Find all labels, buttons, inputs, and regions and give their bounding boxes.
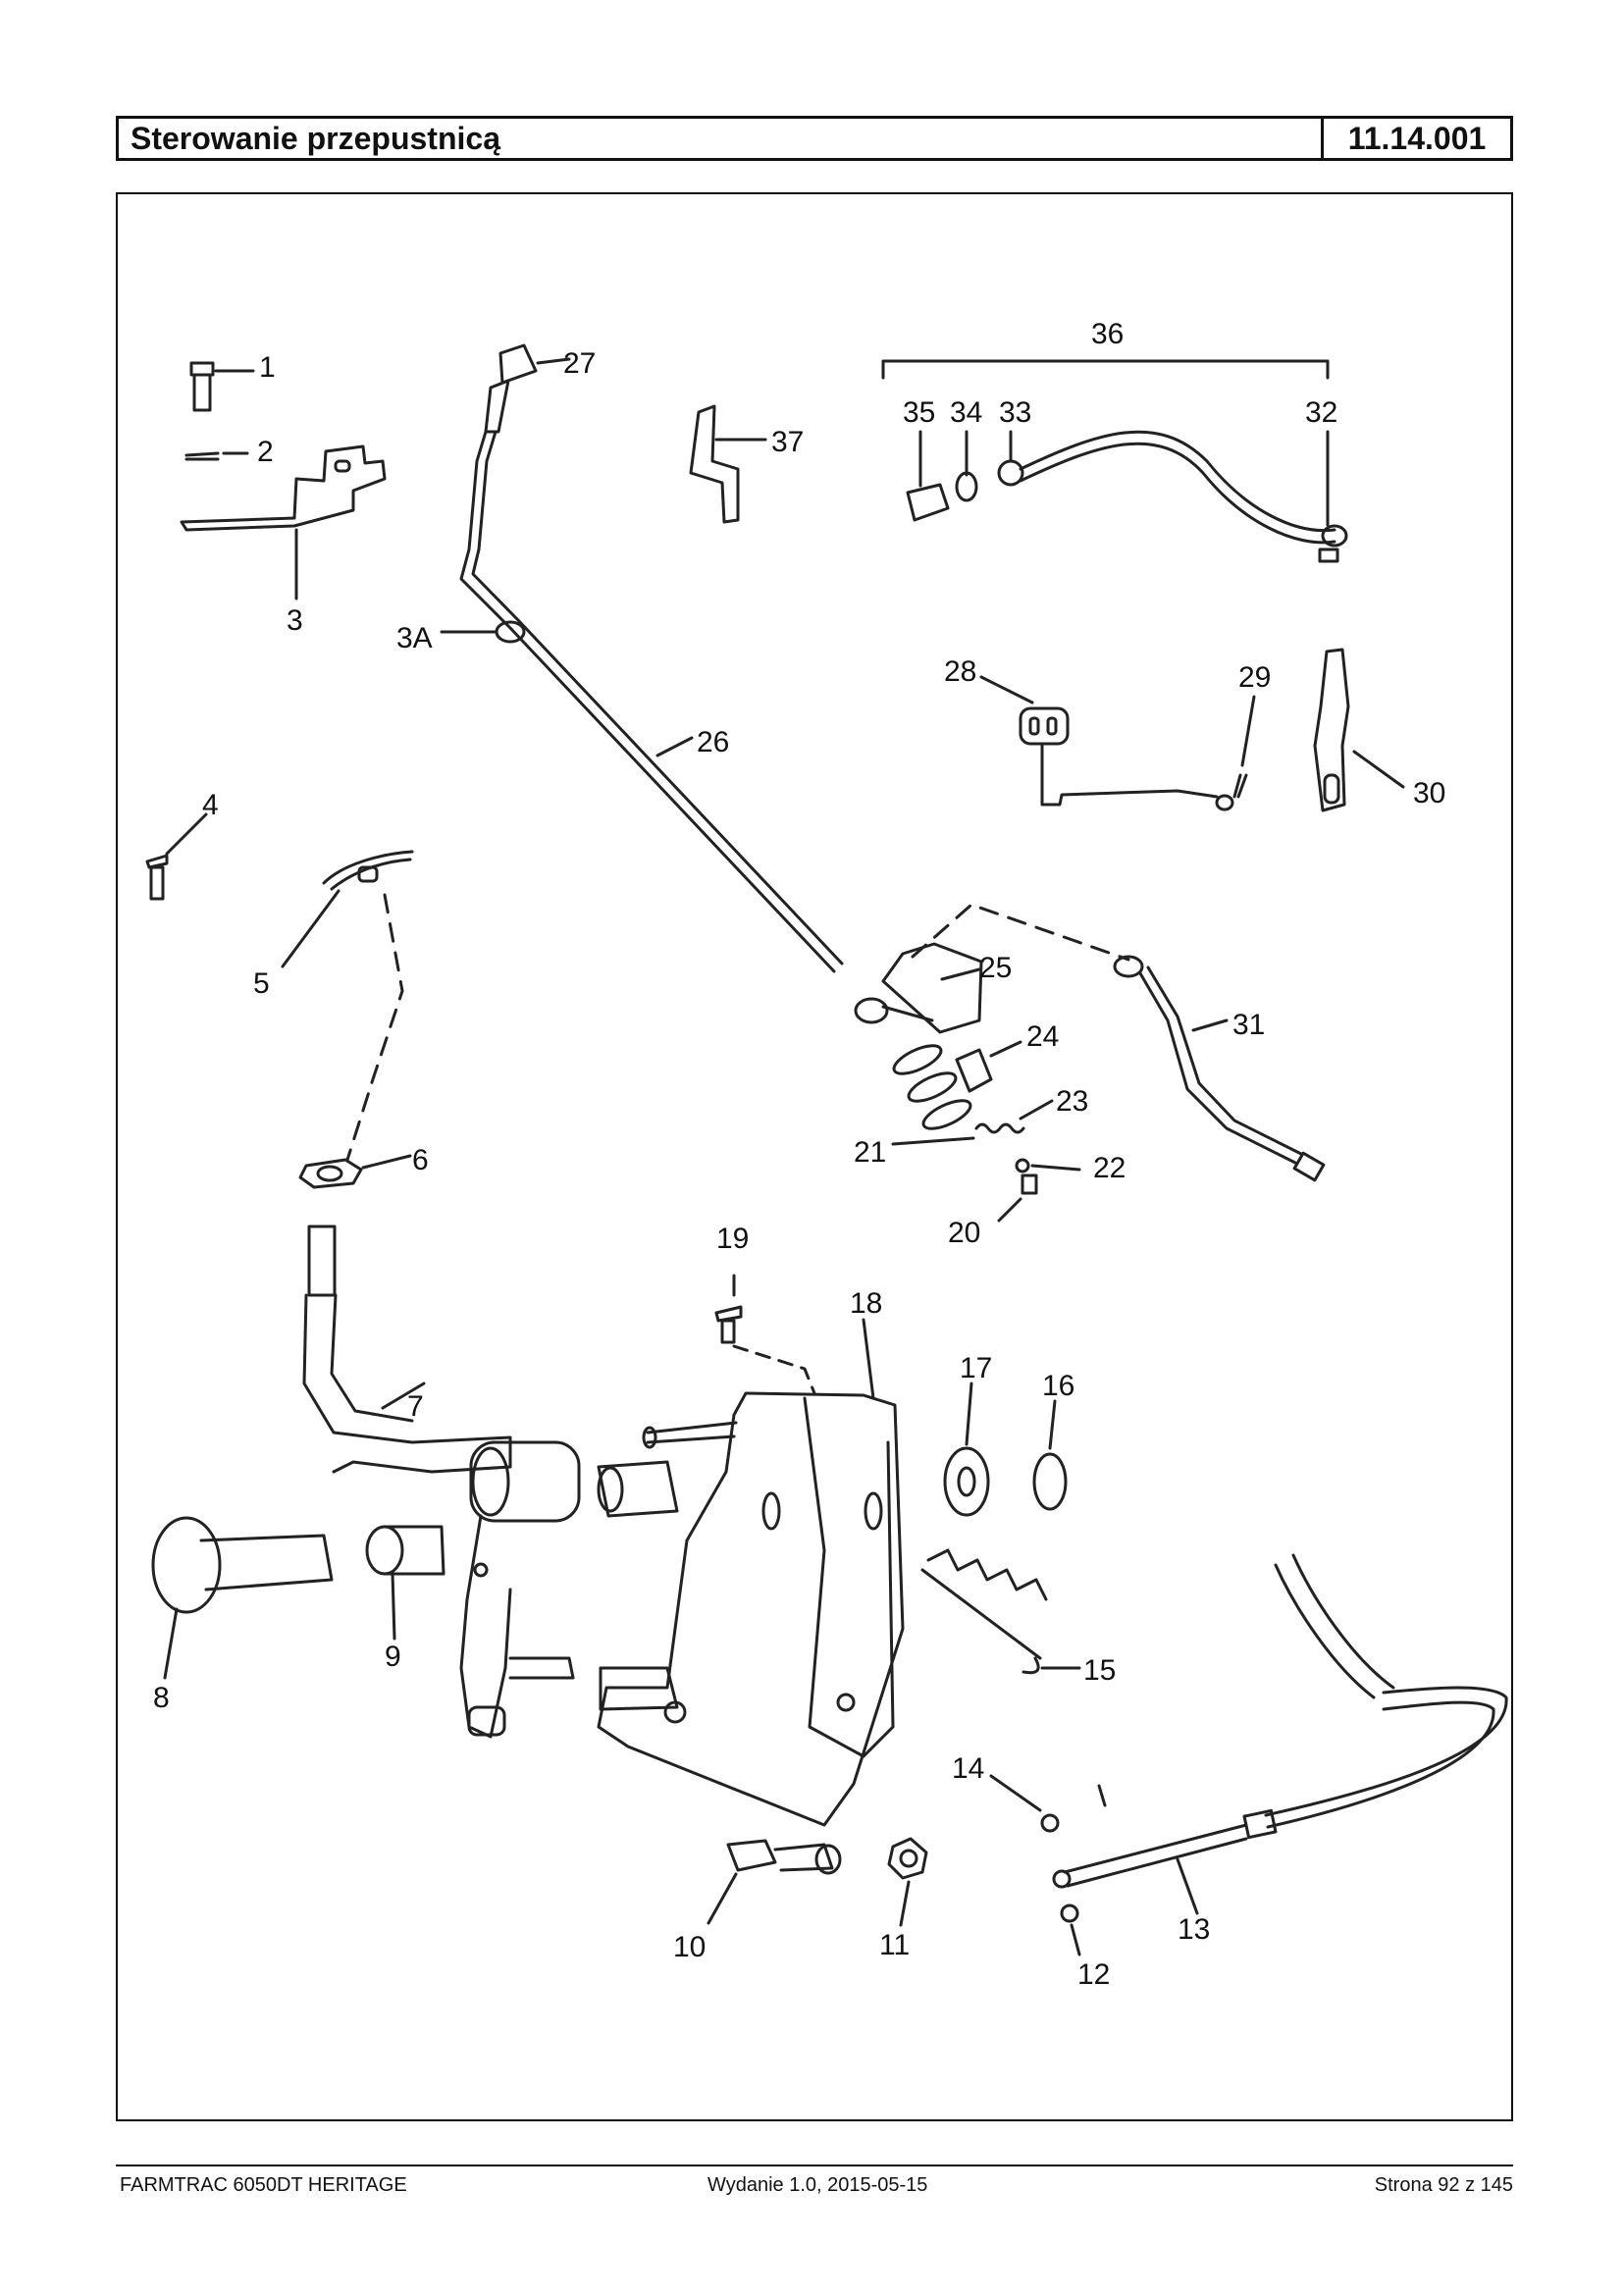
footer-page-number: Strona 92 z 145 [1374,2174,1513,2196]
label-33: 33 [999,396,1031,429]
label-7: 7 [407,1390,424,1423]
label-12: 12 [1077,1958,1110,1991]
label-9: 9 [385,1641,401,1673]
label-28: 28 [944,655,976,688]
page-header: Sterowanie przepustnicą 11.14.001 [116,116,1513,161]
part-25-bracket [854,942,983,1034]
part-3-plate [180,444,387,600]
part-26-rod [440,430,844,973]
label-26: 26 [697,726,729,758]
label-37: 37 [771,426,804,458]
label-27: 27 [563,347,596,380]
page-title: Sterowanie przepustnicą [119,119,1324,158]
part-8-pedal-pad [151,1516,334,1680]
part-labels: 1 2 3 3A 4 5 6 7 8 9 10 11 12 13 14 15 1… [153,318,1445,1991]
section-code: 11.14.001 [1347,121,1487,156]
part-15-spring [920,1548,1081,1675]
part-2-pin [184,451,249,461]
part-10-bolt [707,1839,842,1925]
footer-edition: Wydanie 1.0, 2015-05-15 [707,2174,928,2196]
label-16: 16 [1042,1370,1074,1402]
label-36: 36 [1091,318,1124,350]
part-16-circlip [1032,1399,1068,1511]
label-8: 8 [153,1682,170,1714]
pedal-bushing [597,1460,679,1518]
part-23-spring [974,1099,1054,1134]
label-11: 11 [879,1929,910,1961]
part-30-link [1313,648,1405,812]
label-35: 35 [903,396,935,429]
part-21-washer [891,1136,975,1146]
label-4: 4 [202,789,219,821]
label-34: 34 [950,396,982,429]
part-13-cable [1052,1553,1508,1915]
part-19-bolt [714,1274,816,1395]
label-22: 22 [1093,1152,1126,1184]
part-28-lever [979,675,1234,811]
label-25: 25 [979,952,1012,984]
label-14: 14 [952,1752,984,1785]
footer-divider [116,2165,1513,2166]
dashed-link-25-31 [911,903,1130,962]
label-23: 23 [1056,1085,1088,1118]
part-31-rod [1113,955,1326,1182]
part-6-nut [298,1154,412,1189]
part-36-cable [881,359,1348,563]
label-10: 10 [673,1931,706,1963]
part-18-frame [597,1318,905,1827]
label-15: 15 [1083,1654,1116,1687]
part-7-pedal-arm [302,1225,581,1739]
part-12-nut [1060,1904,1081,1956]
label-32: 32 [1305,396,1337,429]
part-20-bolt [997,1174,1038,1223]
label-5: 5 [253,967,270,1000]
part-9-bushing [365,1525,445,1641]
label-21: 21 [854,1136,886,1169]
label-30: 30 [1413,777,1445,809]
label-18: 18 [850,1287,882,1320]
label-19: 19 [716,1223,749,1255]
label-24: 24 [1026,1020,1059,1053]
label-20: 20 [948,1217,980,1249]
footer-model: FARMTRAC 6050DT HERITAGE [120,2174,407,2196]
part-22-pin [1015,1158,1081,1174]
part-14-nut [989,1774,1060,1833]
part-4-bolt [145,812,208,901]
part-27-knob [484,343,571,434]
label-29: 29 [1238,661,1271,694]
label-2: 2 [257,436,274,468]
part-37-bracket [689,404,767,524]
part-17-washer [943,1382,990,1517]
label-3: 3 [287,604,303,637]
label-1: 1 [259,351,276,384]
diagram-frame [116,192,1513,2121]
label-6: 6 [412,1144,429,1176]
part-24-plates [892,1040,1022,1130]
part-11-nut [887,1837,928,1927]
part-5-clip [281,850,414,968]
label-17: 17 [960,1352,992,1384]
label-3a: 3A [396,622,433,654]
dashed-link-5-6 [345,893,404,1162]
part-29-pin [1232,695,1256,799]
part-1-bolt [189,361,255,412]
label-13: 13 [1178,1913,1210,1946]
label-31: 31 [1232,1009,1265,1041]
